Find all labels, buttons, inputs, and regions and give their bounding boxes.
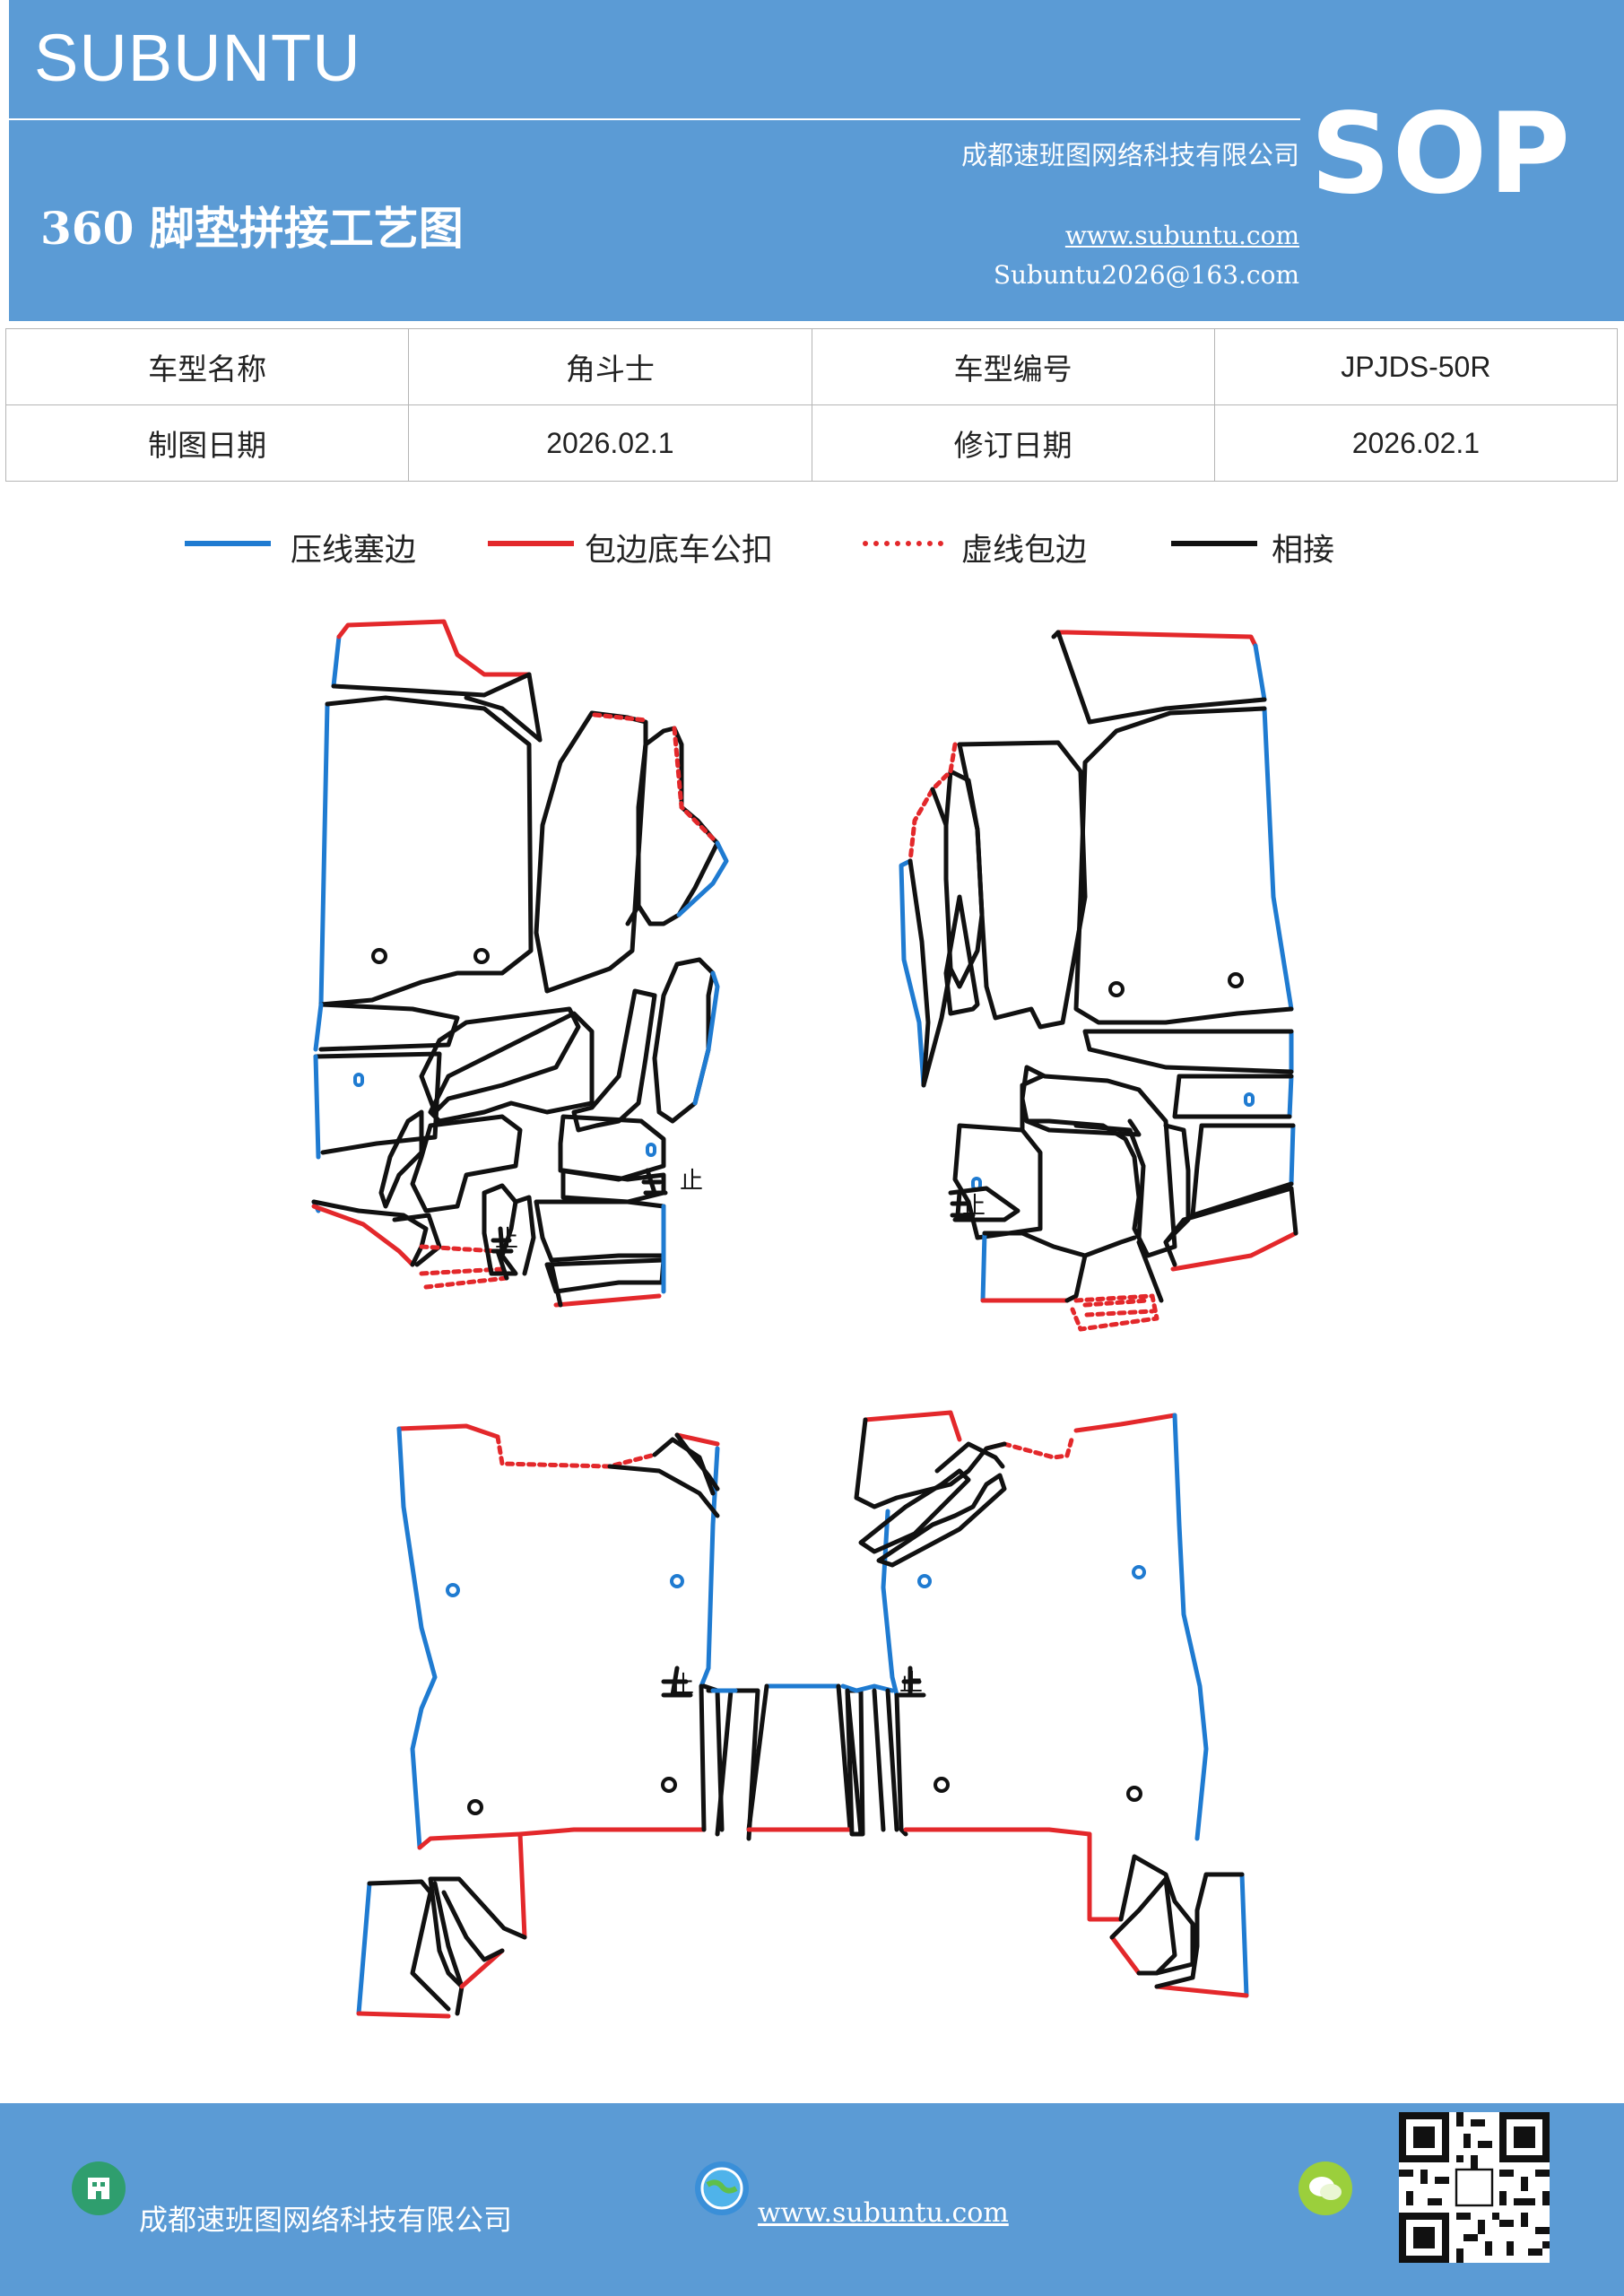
rear-right-mat-group [840, 1410, 1249, 1998]
legend-label: 相接 [1272, 533, 1335, 569]
model-name-label: 车型名称 [4, 328, 410, 405]
stop-mark: 止 [680, 1168, 703, 1195]
globe-icon [695, 2161, 749, 2215]
sop-badge: SOP [1310, 90, 1572, 219]
stop-mark: 止 [495, 1226, 518, 1253]
legend-label: 虚线包边 [961, 533, 1088, 569]
header-banner: SUBUNTU 成都速班图网络科技有限公司 360 脚垫拼接工艺图 www.su… [9, 0, 1624, 321]
draw-date-value: 2026.02.1 [408, 404, 812, 482]
document-title: 360 脚垫拼接工艺图 [40, 202, 464, 255]
legend-swatch [863, 541, 943, 546]
revision-date-value: 2026.02.1 [1213, 404, 1619, 482]
stop-mark: 止 [671, 1672, 694, 1699]
header-divider [9, 118, 1300, 120]
legend-label: 压线塞边 [291, 533, 417, 569]
draw-date-label: 制图日期 [4, 404, 410, 482]
legend-label: 包边底车公扣 [585, 533, 774, 569]
footer-banner: 成都速班图网络科技有限公司 www.subuntu.com [0, 2103, 1624, 2296]
table-row: 制图日期 2026.02.1 修订日期 2026.02.1 [4, 404, 1619, 482]
legend-swatch [185, 541, 271, 546]
front-right-mat-group [899, 630, 1298, 1332]
wechat-icon [1298, 2161, 1352, 2215]
model-code-value: JPJDS-50R [1213, 328, 1619, 405]
legend-swatch [488, 541, 574, 546]
website-link[interactable]: www.subuntu.com [1064, 221, 1299, 250]
legend-swatch [1171, 541, 1257, 546]
stop-mark: 止 [899, 1670, 923, 1697]
vehicle-info-table: 车型名称 角斗士 车型编号 JPJDS-50R 制图日期 2026.02.1 修… [4, 328, 1619, 482]
rear-left-mat-group [356, 1423, 865, 2019]
footer-website-link[interactable]: www.subuntu.com [758, 2197, 1009, 2229]
brand-name: SUBUNTU [34, 21, 361, 95]
building-icon [72, 2161, 126, 2215]
model-code-label: 车型编号 [811, 328, 1215, 405]
qr-code [1399, 2112, 1550, 2263]
front-left-mat-group [311, 619, 729, 1308]
contact-email[interactable]: Subuntu2026@163.com [993, 260, 1299, 290]
revision-date-label: 修订日期 [811, 404, 1215, 482]
model-name-value: 角斗士 [408, 328, 812, 405]
company-name: 成都速班图网络科技有限公司 [960, 140, 1299, 170]
table-row: 车型名称 角斗士 车型编号 JPJDS-50R [4, 328, 1619, 405]
footer-company-name: 成都速班图网络科技有限公司 [139, 2203, 513, 2237]
stop-mark: 止 [962, 1193, 986, 1220]
